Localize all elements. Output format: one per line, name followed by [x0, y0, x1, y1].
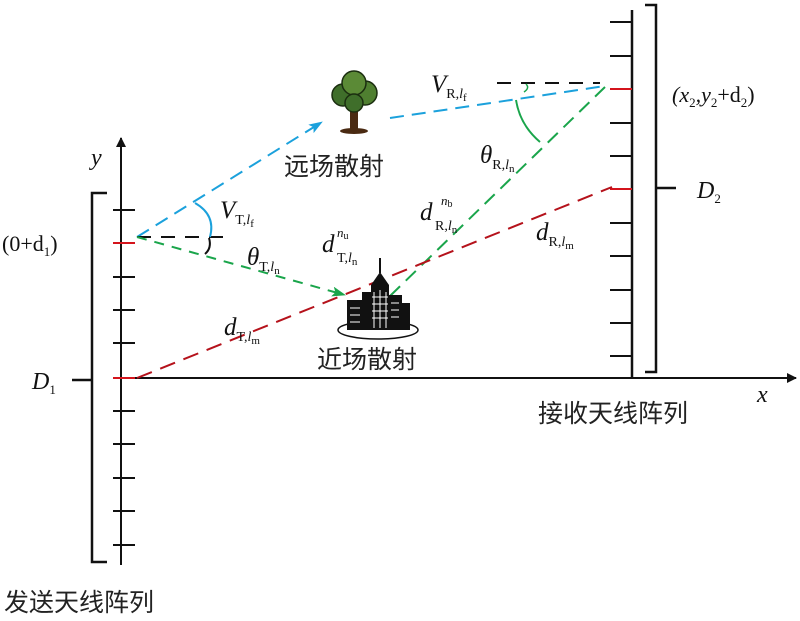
theta-T-text: θ — [247, 244, 259, 271]
theta-R-text: θ — [480, 142, 492, 169]
rx-point-mid2: +d — [717, 82, 740, 107]
d-T-n-sub-t: T, — [337, 251, 348, 266]
y-axis-label: y — [89, 145, 102, 171]
d-T-m-label: dT,lm — [224, 314, 260, 347]
rx-array-bracket — [645, 3, 676, 374]
d-R-n-lsub: n — [452, 224, 458, 236]
d-T-n-l: l — [348, 251, 352, 266]
far-path-tx — [136, 121, 323, 238]
d-T-n-sub: T,ln — [337, 251, 358, 268]
V-T-lsub: f — [250, 218, 254, 230]
theta-R-sub: R, — [492, 158, 505, 173]
d-T-n-sup: nu — [337, 225, 349, 242]
d-T-n-sup-sub: u — [344, 231, 349, 242]
d-R-m-l: l — [561, 235, 565, 250]
d-R-m-sub: R, — [549, 235, 562, 250]
rx-point-sub2: 2 — [711, 95, 718, 110]
d-R-n-sup-sub: b — [448, 199, 453, 210]
V-R-l: l — [459, 87, 463, 102]
theta-T-sub: T, — [259, 260, 270, 275]
V-T-l: l — [246, 213, 250, 228]
theta-T-l: l — [270, 260, 274, 275]
tx-point-label: (0+d1) — [2, 231, 58, 259]
near-path-rx — [389, 86, 606, 297]
near-path-tx — [136, 236, 346, 297]
D1-text: D — [31, 369, 49, 395]
near-scatter-label: 近场散射 — [317, 345, 417, 374]
d-R-n-l: l — [448, 219, 452, 234]
tx-point-sub: 1 — [44, 244, 51, 259]
rx-point-sub3: 2 — [741, 95, 748, 110]
d-R-n-sub: R,ln — [435, 219, 458, 236]
d-T-m-sub: T, — [237, 330, 248, 345]
tx-array-elements — [113, 209, 135, 546]
d-R-m-text: d — [536, 219, 549, 246]
d-T-m-text: d — [224, 314, 237, 341]
rx-point-sub: 2 — [689, 95, 696, 110]
d-R-n-sub-r: R, — [435, 219, 448, 234]
angle-arc-theta-R — [515, 99, 541, 143]
V-T-label: VT,lf — [220, 197, 254, 230]
far-path-rx — [389, 85, 606, 119]
theta-R-lsub: n — [509, 163, 515, 175]
V-R-sub: R, — [446, 87, 459, 102]
tx-array-label: 发送天线阵列 — [4, 588, 154, 617]
V-R-text: V — [431, 71, 449, 98]
theta-T-label: θT,ln — [247, 244, 280, 277]
rx-point-mid: ,y — [696, 82, 712, 107]
V-T-text: V — [220, 197, 238, 224]
x-axis-label: x — [756, 382, 768, 408]
V-T-sub: T, — [235, 213, 246, 228]
V-R-label: VR,lf — [431, 71, 467, 104]
angle-arc-V-T — [194, 202, 213, 238]
d-T-m-l: l — [248, 330, 252, 345]
d-R-m-label: dR,lm — [536, 219, 574, 252]
d-R-n-sup: nb — [441, 193, 453, 210]
tree-icon — [331, 70, 378, 134]
rx-point-text: (x — [672, 82, 689, 107]
D1-sub: 1 — [49, 382, 56, 397]
d-T-n-text: d — [322, 231, 335, 258]
d-R-n-label: d nb R,ln — [420, 193, 458, 236]
d-T-m-lsub: m — [251, 335, 260, 347]
d-R-m-lsub: m — [565, 240, 574, 252]
D2-sub: 2 — [714, 191, 721, 206]
D1-label: D1 — [31, 369, 56, 397]
theta-R-label: θR,ln — [480, 142, 515, 175]
tx-array-bracket — [72, 191, 107, 564]
rx-point-close: ) — [747, 82, 754, 107]
d-T-n-label: d nu T,ln — [322, 225, 358, 268]
theta-T-lsub: n — [274, 265, 280, 277]
d-R-n-sup-n: n — [441, 193, 448, 208]
D2-text: D — [696, 178, 714, 204]
theta-R-l: l — [505, 158, 509, 173]
d-T-n-sup-n: n — [337, 225, 344, 240]
D2-label: D2 — [696, 178, 721, 206]
V-R-lsub: f — [463, 92, 467, 104]
angle-arc-theta-T — [204, 237, 211, 255]
d-T-n-lsub: n — [352, 256, 358, 268]
tx-point-close: ) — [50, 231, 57, 256]
rx-array-elements — [610, 21, 632, 357]
d-R-n-text: d — [420, 199, 433, 226]
far-scatter-label: 远场散射 — [284, 152, 384, 181]
angle-arc-V-R — [523, 83, 529, 93]
rx-array-label: 接收天线阵列 — [538, 399, 688, 428]
rx-point-label: (x2,y2+d2) — [672, 82, 755, 110]
tx-point-text: (0+d — [2, 231, 44, 256]
building-icon — [337, 258, 419, 340]
